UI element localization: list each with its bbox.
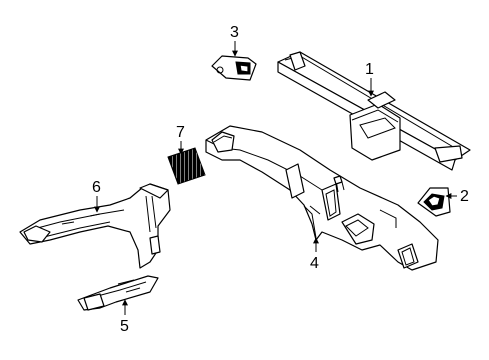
part-6-floor-duct (19, 183, 171, 269)
callout-1: 1 (365, 61, 374, 78)
callout-2: 2 (460, 188, 469, 205)
part-1-upper-duct (277, 51, 471, 171)
callout-3: 3 (230, 24, 239, 41)
callout-7: 7 (176, 124, 185, 141)
part-7-filter (167, 147, 206, 185)
part-5-floor-duct (77, 275, 159, 311)
part-3-outlet (211, 55, 257, 81)
callout-6: 6 (92, 179, 101, 196)
callout-4: 4 (310, 255, 319, 272)
part-4-main-duct (205, 125, 439, 271)
callout-5: 5 (120, 318, 129, 335)
part-2-outlet (417, 187, 451, 217)
